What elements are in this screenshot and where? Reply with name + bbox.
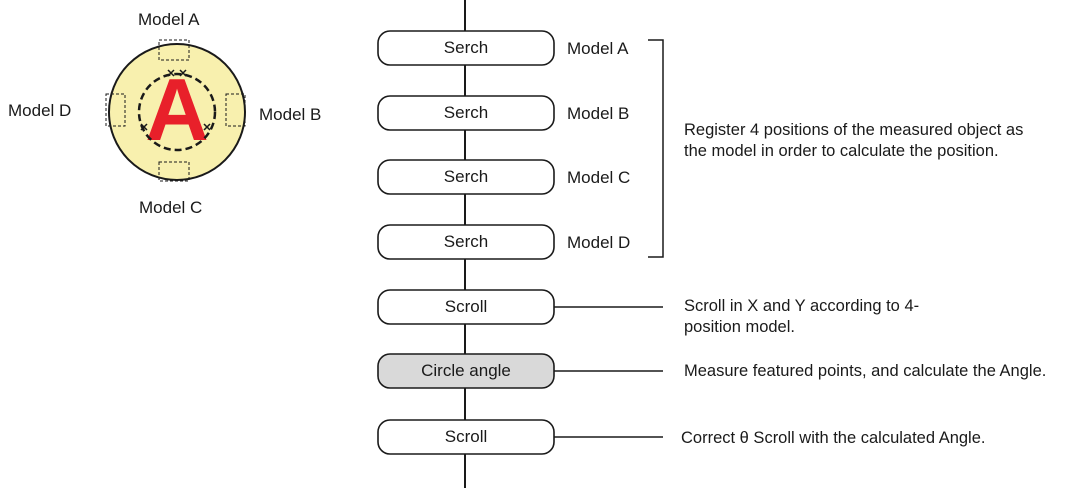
model-window-b <box>225 93 246 127</box>
step-model-1: Model A <box>567 39 629 58</box>
correct-description: Correct θ Scroll with the calculated Ang… <box>681 429 986 447</box>
model-a-label: Model A <box>138 10 200 29</box>
measured-object-illustration: A <box>105 39 246 182</box>
step-label-3: Serch <box>443 167 489 186</box>
model-b-label: Model B <box>259 105 322 124</box>
feature-point-marks <box>140 69 211 131</box>
step-box-4 <box>377 224 555 260</box>
model-window-a <box>158 39 190 61</box>
model-window-c <box>158 161 190 182</box>
step-model-2: Model B <box>567 104 630 123</box>
measure-description: Measure featured points, and calculate t… <box>684 362 1047 380</box>
flow-boxes <box>377 30 555 455</box>
step-label-4: Serch <box>443 232 489 251</box>
step-model-4: Model D <box>567 233 631 252</box>
register-description: Register 4 positions of the measured obj… <box>684 121 1024 160</box>
measurement-circle <box>137 72 217 152</box>
model-bracket <box>648 39 664 258</box>
step-label-6: Circle angle <box>421 361 511 380</box>
model-c-label: Model C <box>139 198 203 217</box>
step-label-1: Serch <box>443 38 489 57</box>
step-label-5: Scroll <box>444 297 488 316</box>
model-d-label: Model D <box>8 101 72 120</box>
step-model-3: Model C <box>567 168 631 187</box>
step-label-2: Serch <box>443 103 489 122</box>
step-box-2 <box>377 95 555 131</box>
step-label-7: Scroll <box>444 427 488 446</box>
scroll-xy-description: Scroll in X and Y according to 4-positio… <box>684 297 920 336</box>
step-box-3 <box>377 159 555 195</box>
model-windows <box>105 39 246 182</box>
model-window-d <box>105 93 126 127</box>
step-box-1 <box>377 30 555 66</box>
